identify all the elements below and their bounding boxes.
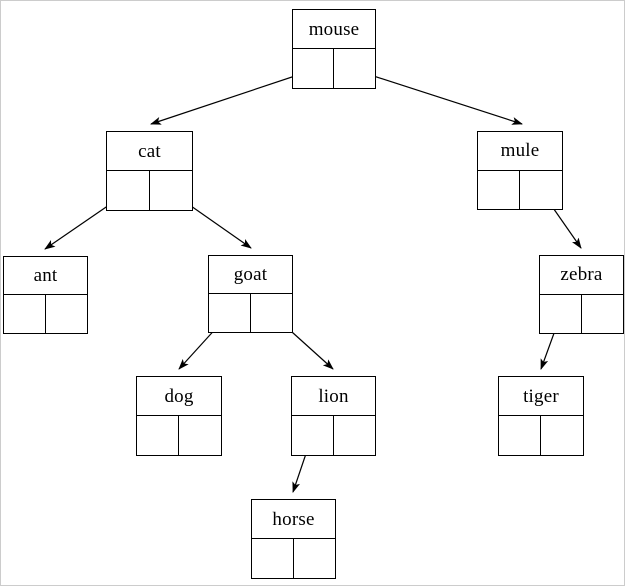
right-pointer-cell[interactable]: [150, 171, 193, 210]
right-pointer-cell[interactable]: [334, 49, 375, 88]
left-pointer-cell[interactable]: [252, 539, 294, 578]
tree-node-label: mule: [478, 132, 562, 171]
right-pointer-cell[interactable]: [179, 416, 221, 455]
tree-node-mouse[interactable]: mouse: [292, 9, 376, 89]
left-pointer-cell[interactable]: [107, 171, 150, 210]
tree-node-label: mouse: [293, 10, 375, 49]
tree-node-label: ant: [4, 257, 87, 295]
tree-node-pointer-row: [499, 416, 583, 455]
tree-edge-mouse-to-mule: [354, 69, 523, 125]
tree-node-pointer-row: [292, 416, 375, 455]
tree-node-label: cat: [107, 132, 192, 171]
tree-node-cat[interactable]: cat: [106, 131, 193, 211]
tree-node-pointer-row: [4, 295, 87, 333]
tree-node-label: goat: [209, 256, 292, 294]
right-pointer-cell[interactable]: [46, 295, 88, 333]
tree-node-label: dog: [137, 377, 221, 416]
left-pointer-cell[interactable]: [540, 294, 582, 333]
tree-node-pointer-row: [107, 171, 192, 210]
tree-node-ant[interactable]: ant: [3, 256, 88, 334]
right-pointer-cell[interactable]: [541, 416, 583, 455]
right-pointer-cell[interactable]: [520, 171, 562, 210]
right-pointer-cell[interactable]: [334, 416, 376, 455]
tree-edge-mouse-to-cat: [150, 69, 314, 125]
right-pointer-cell[interactable]: [251, 294, 293, 332]
tree-node-label: tiger: [499, 377, 583, 416]
left-pointer-cell[interactable]: [209, 294, 251, 332]
tree-node-pointer-row: [137, 416, 221, 455]
tree-node-dog[interactable]: dog: [136, 376, 222, 456]
tree-node-pointer-row: [540, 294, 624, 334]
left-pointer-cell[interactable]: [293, 49, 334, 88]
left-pointer-cell[interactable]: [292, 416, 334, 455]
tree-node-pointer-row: [293, 49, 375, 88]
tree-node-label: zebra: [540, 256, 623, 295]
tree-node-mule[interactable]: mule: [477, 131, 563, 210]
tree-node-pointer-row: [209, 294, 292, 332]
tree-node-label: horse: [252, 500, 335, 539]
left-pointer-cell[interactable]: [137, 416, 179, 455]
left-pointer-cell[interactable]: [499, 416, 541, 455]
tree-node-pointer-row: [478, 170, 562, 210]
tree-node-label: lion: [292, 377, 375, 416]
tree-node-tiger[interactable]: tiger: [498, 376, 584, 456]
tree-node-pointer-row: [252, 539, 335, 578]
tree-node-horse[interactable]: horse: [251, 499, 336, 579]
right-pointer-cell[interactable]: [294, 539, 336, 578]
right-pointer-cell[interactable]: [582, 295, 624, 334]
tree-node-goat[interactable]: goat: [208, 255, 293, 333]
left-pointer-cell[interactable]: [4, 295, 46, 333]
tree-node-zebra[interactable]: zebra: [539, 255, 624, 334]
tree-node-lion[interactable]: lion: [291, 376, 376, 456]
left-pointer-cell[interactable]: [478, 170, 520, 209]
